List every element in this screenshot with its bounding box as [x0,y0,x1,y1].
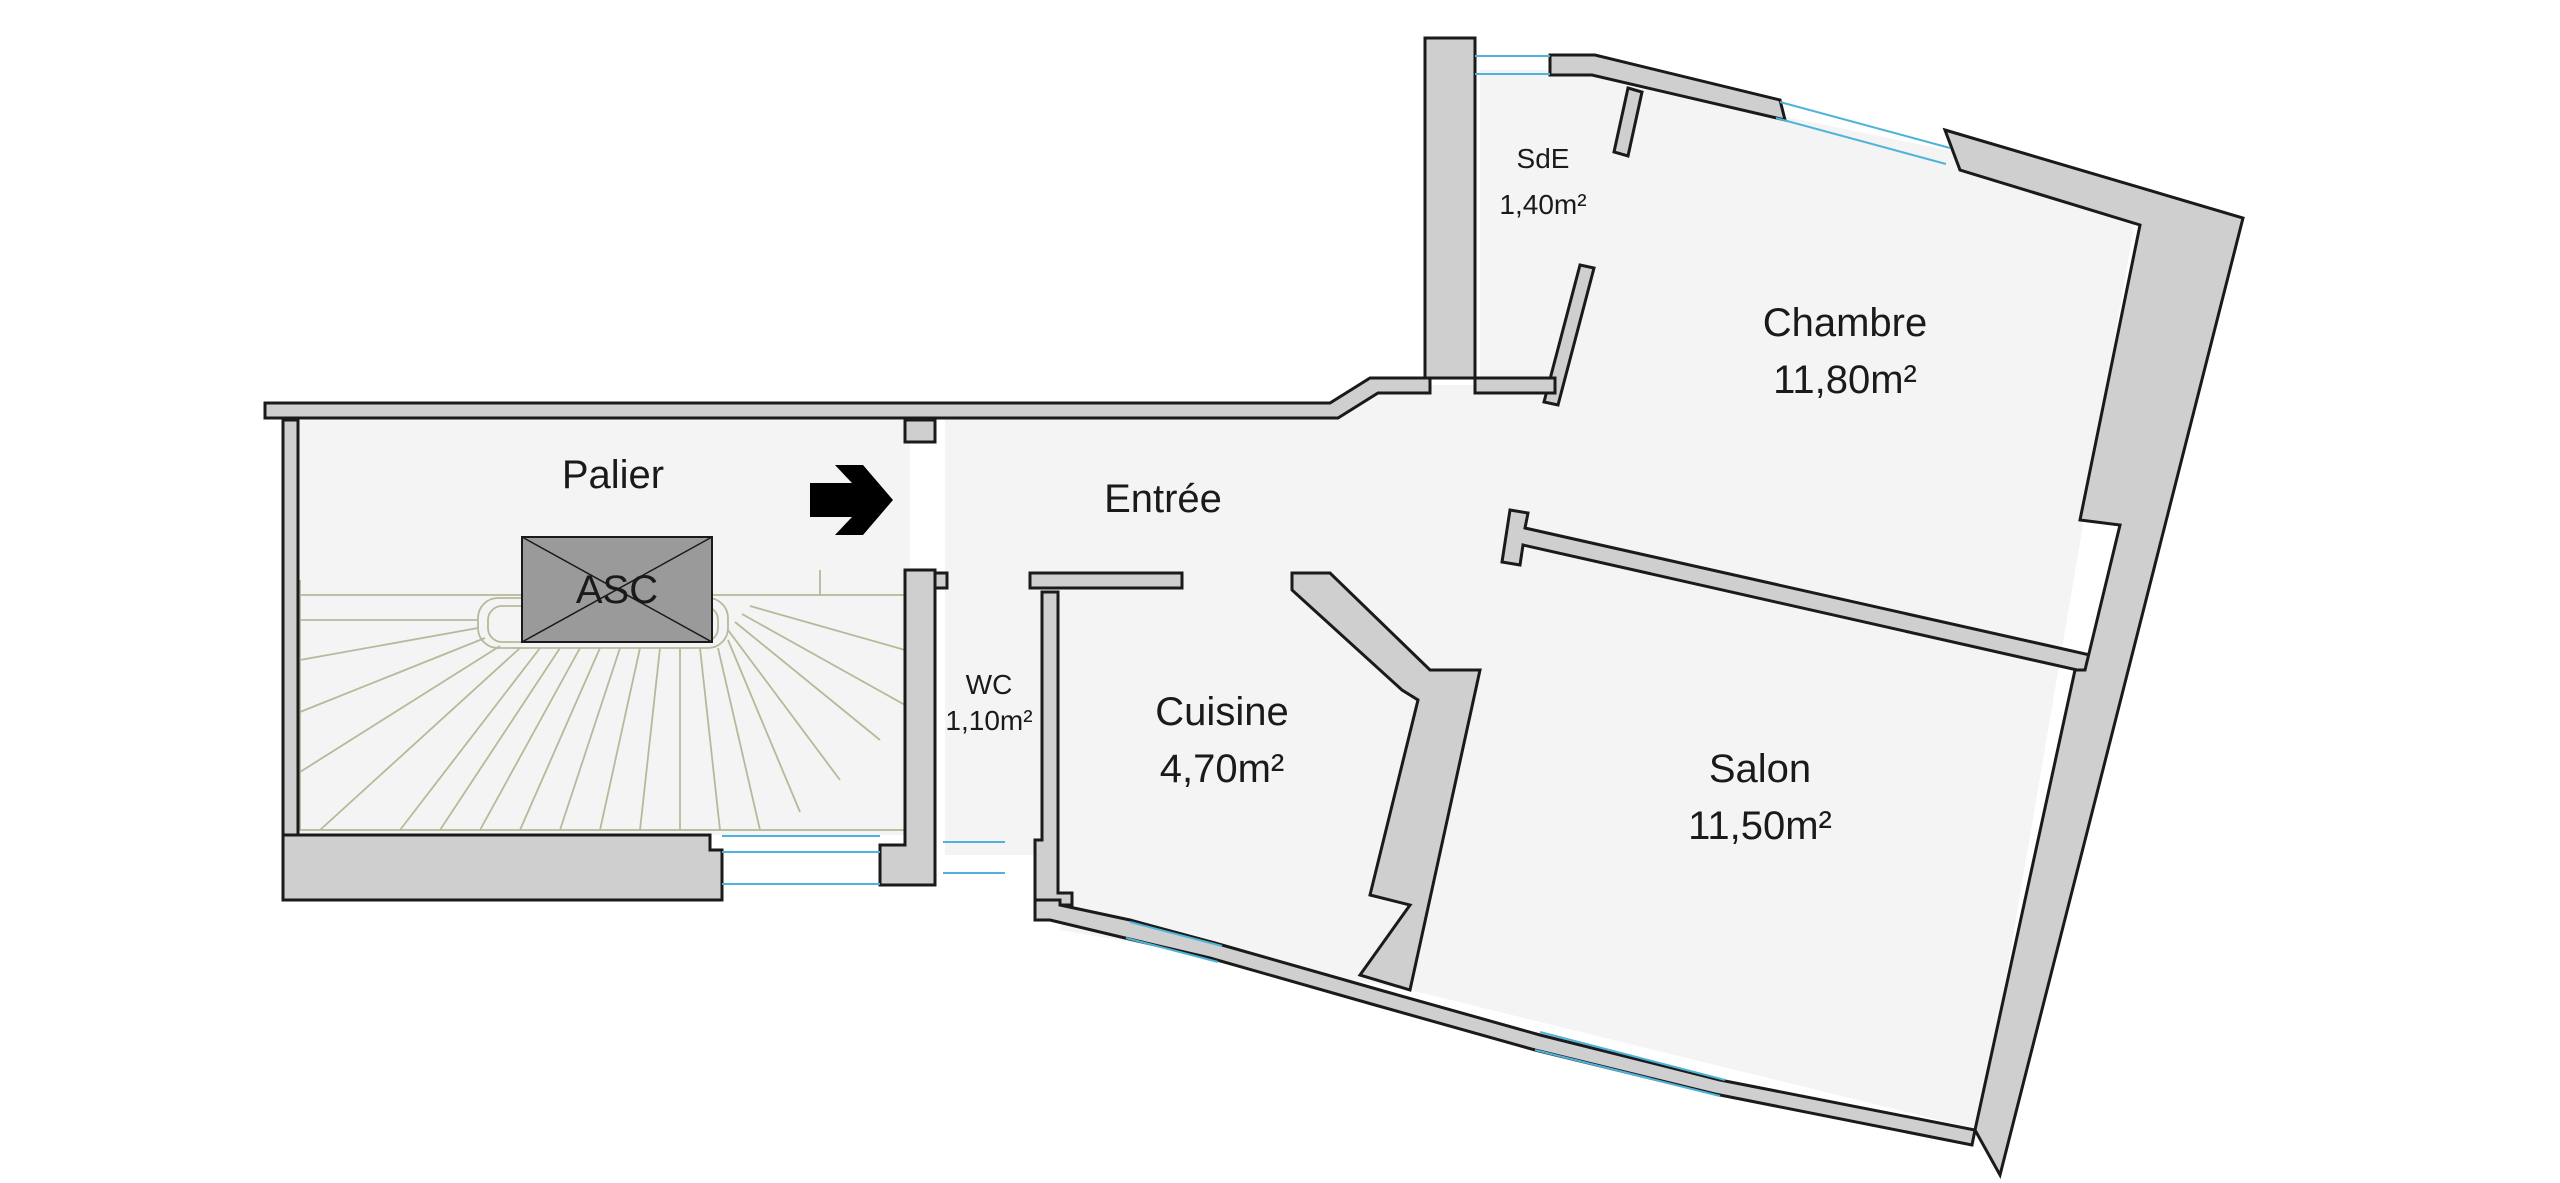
window [1129,921,1223,947]
stair-step [599,647,641,831]
room-name-wc: WC [966,669,1013,700]
window [1539,1031,1726,1081]
stair-step [639,647,661,831]
wall-bottom-palier [281,833,724,902]
stair-step [727,629,841,781]
room-name-palier: Palier [562,453,664,497]
windows [722,55,1951,1097]
stair-step [559,647,621,831]
wall-cuisine-salon [1290,571,1482,992]
window [1125,937,1219,963]
stair-step [519,647,601,831]
elevator-cross [521,536,713,643]
stair-step [319,647,521,831]
wall-stub [933,571,949,590]
stair-step [399,647,541,831]
room-name-sde: SdE [1517,143,1570,174]
stair-step [299,627,479,661]
apartment-floor [925,70,2140,1130]
wall-stub [903,418,937,444]
room-name-chambre: Chambre [1763,301,1928,345]
stair-step [479,647,581,831]
wall-sde-right-bottom [1542,263,1596,407]
stair-step [699,647,721,831]
room-name-salon: Salon [1709,747,1811,791]
window [1779,101,1951,149]
stair-step [299,645,501,773]
stair-step [741,613,906,706]
stair-step [734,621,881,741]
wall-left-palier [281,418,300,837]
room-labels: Palier Entrée SdE 1,40m² Chambre 11,80m²… [562,143,1927,848]
elevator: ASC [521,536,713,643]
stair-step [717,647,761,831]
wall-right [1942,127,2245,1180]
wall-sde-left [1423,36,1477,380]
wall-top-palier [263,376,1432,420]
window [1534,1049,1721,1097]
room-area-wc: 1,10m² [945,705,1032,736]
window [1775,117,1947,165]
wall-sde-bottom [1473,376,1557,395]
stair-step [439,647,561,831]
room-area-salon: 11,50m² [1688,804,1832,848]
room-area-cuisine: 4,70m² [1160,747,1285,791]
stair-step [727,639,801,813]
wall-sde-right-top [1612,86,1644,158]
elevator-label: ASC [576,568,658,612]
walls [263,36,2245,1180]
room-area-chambre: 11,80m² [1773,358,1917,402]
stair-step [299,637,486,713]
room-name-entree: Entrée [1104,477,1222,521]
room-area-sde: 1,40m² [1499,189,1586,220]
arrow-right-icon [810,465,893,535]
wall-wc-right [1033,590,1074,907]
wall-cuisine-bottom [1033,898,1977,1147]
room-name-cuisine: Cuisine [1155,690,1288,734]
stair-step [749,605,906,651]
wall-cuisine-top [1028,571,1184,590]
